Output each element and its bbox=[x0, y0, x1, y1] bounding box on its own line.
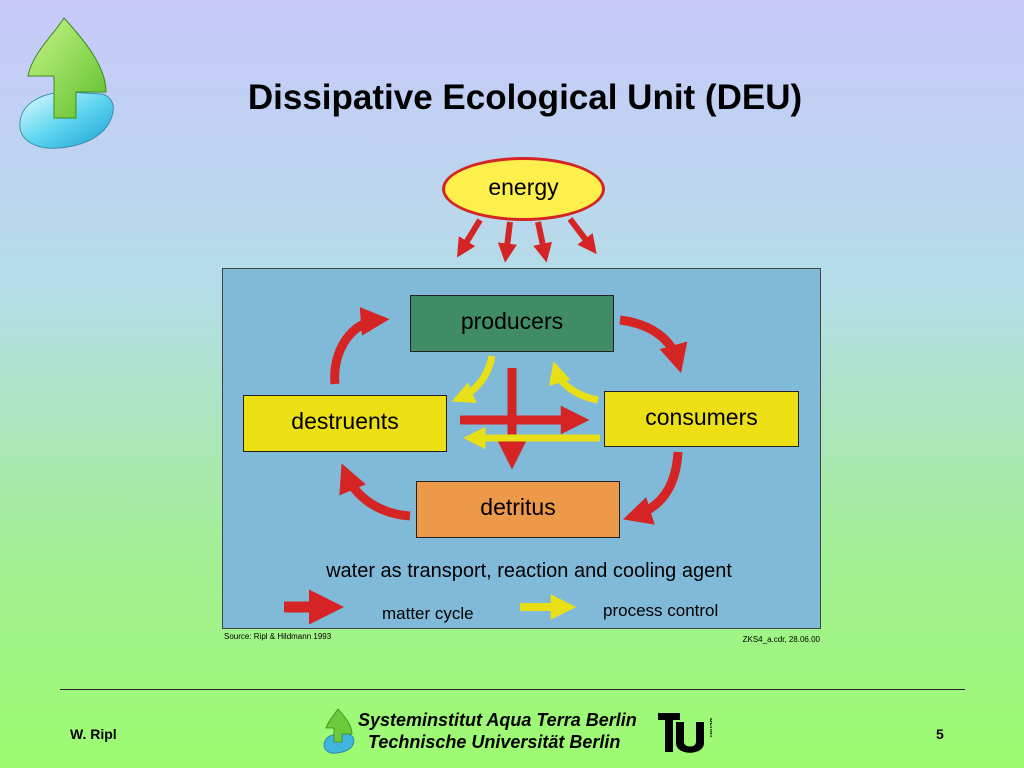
slide-title: Dissipative Ecological Unit (DEU) bbox=[247, 78, 803, 117]
legend-matter-cycle-label: matter cycle bbox=[382, 604, 474, 623]
page-number: 5 bbox=[936, 726, 944, 742]
medium-caption: water as transport, reaction and cooling… bbox=[326, 560, 732, 582]
destruents-node: destruents bbox=[243, 395, 447, 452]
energy-arrow-2 bbox=[497, 221, 517, 263]
detritus-node: detritus bbox=[416, 481, 620, 538]
footer-drop-arrow-icon bbox=[323, 708, 355, 754]
energy-arrow-4 bbox=[567, 217, 597, 255]
file-reference: ZKS4_a.cdr, 28.06.00 bbox=[742, 635, 820, 644]
energy-input-arrows bbox=[456, 217, 597, 263]
energy-arrow-3 bbox=[533, 221, 553, 263]
institute-name-line1: Systeminstitut Aqua Terra Berlin bbox=[358, 710, 637, 730]
legend-process-control-label: process control bbox=[603, 601, 719, 620]
consumers-node: consumers bbox=[604, 391, 799, 447]
logo-drop-arrow-icon bbox=[19, 17, 114, 149]
tu-berlin-logo: berlin bbox=[658, 713, 712, 753]
energy-node: energy bbox=[442, 157, 605, 221]
institute-name-line2: Technische Universität Berlin bbox=[368, 732, 621, 752]
tu-logo-text: berlin bbox=[708, 718, 712, 737]
author-name: W. Ripl bbox=[70, 726, 117, 742]
producers-node: producers bbox=[410, 295, 614, 352]
footer-divider bbox=[60, 689, 965, 690]
energy-arrow-1 bbox=[456, 218, 483, 258]
source-note: Source: Ripl & Hildmann 1993 bbox=[224, 632, 332, 641]
